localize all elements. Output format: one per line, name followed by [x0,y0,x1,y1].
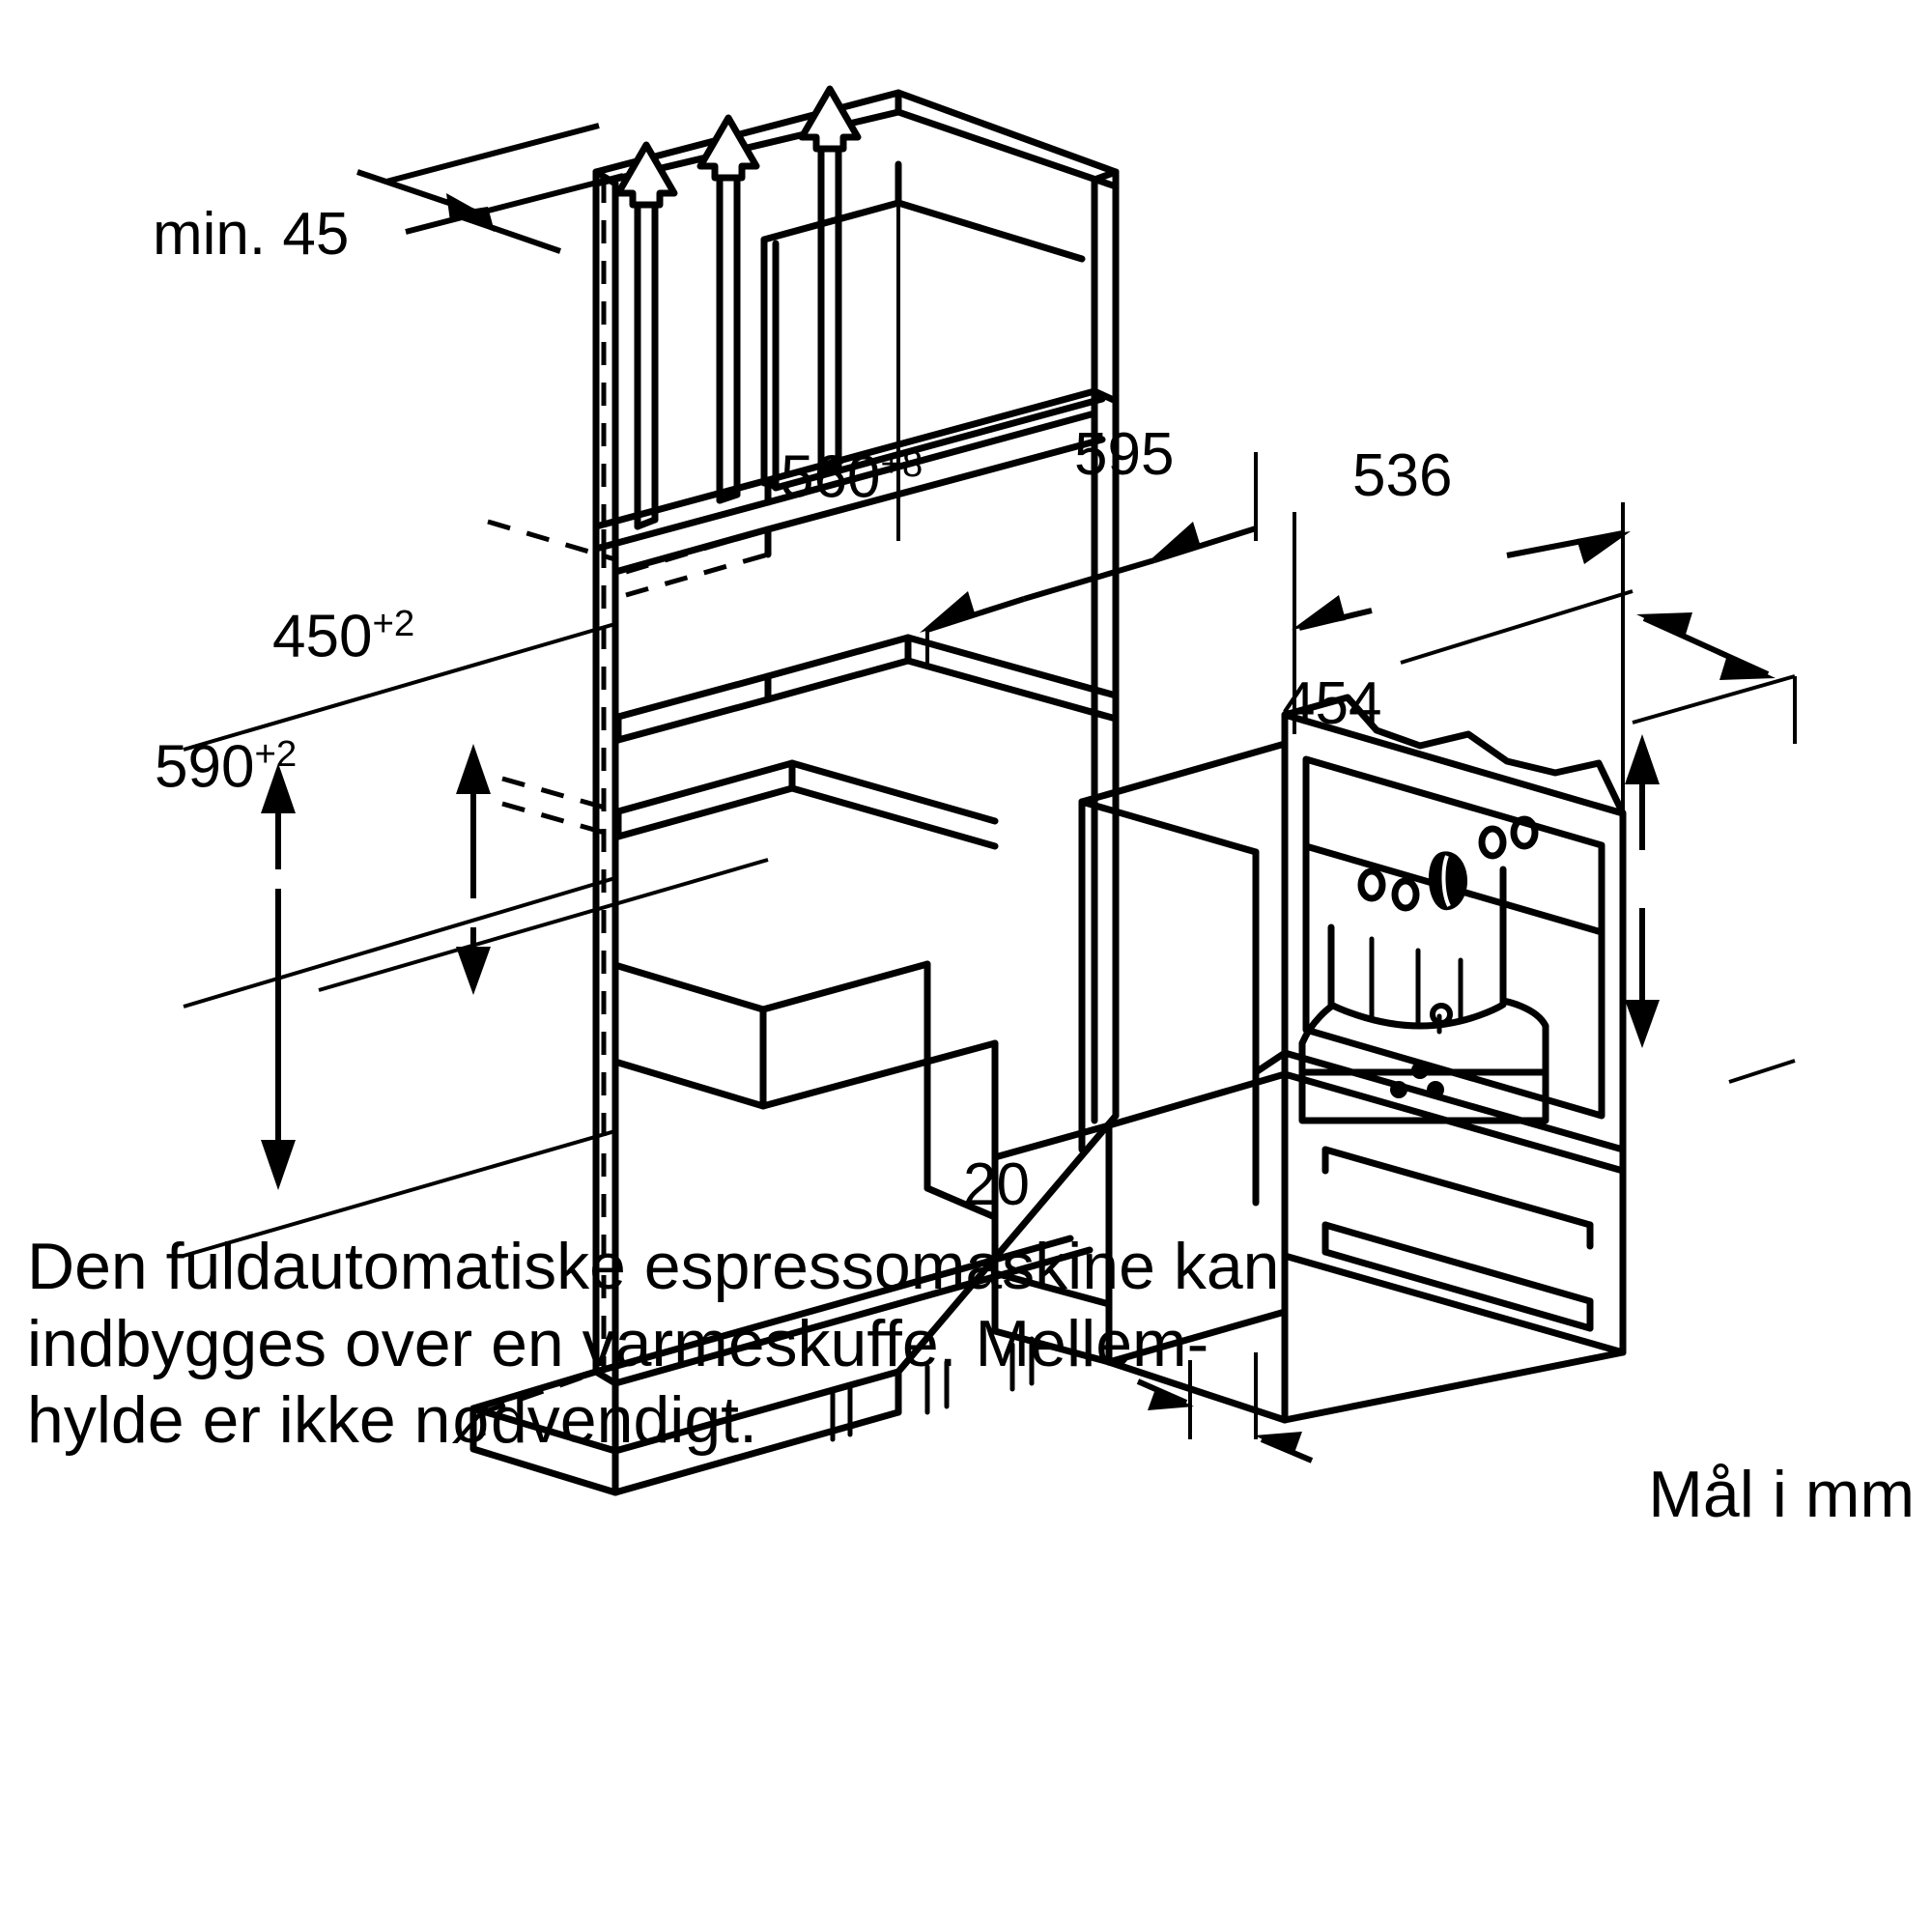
dimension-595 [1292,502,1631,816]
coffee-bean-icon-detail [1441,855,1451,907]
up-arrow-icon [614,141,678,209]
dimension-454 [1625,676,1797,1084]
up-arrow-icon [798,85,862,153]
dimension-450 [183,621,769,995]
dimension-560 [896,162,1258,667]
caption-line-1: Den fuldautomatiske espressomaskine kan [27,1230,1280,1303]
coffee-bean-icon [1428,851,1467,911]
caption-line-3: hylde er ikke nødvendigt. [27,1383,757,1458]
spout-nozzle-icon [1430,1003,1453,1026]
dimension-536 [1400,589,1796,724]
dimension-label-20: 20 [963,1151,1030,1218]
caption-line-2: indbygges over en varmeskuffe. Mellem- [27,1306,1209,1380]
control-button-icon [1510,815,1539,850]
dimension-label-536: 536 [1352,442,1453,509]
espresso-machine [1078,694,1627,1207]
drip-hole-icon [1411,1062,1429,1079]
control-button-icon [1391,877,1420,912]
tolerance-superscript: +2 [254,733,298,775]
dimension-label-454: 454 [1282,670,1382,737]
dimension-label-560: 560+8 [781,443,923,511]
dimension-20 [1136,1352,1314,1463]
dimension-label-450: 450+2 [272,603,415,670]
dimension-min45 [356,123,624,254]
units-note: Mål i mm [1648,1458,1915,1531]
dimension-label-590: 590+2 [155,733,298,801]
drip-hole-icon [1427,1081,1444,1098]
control-button-icon [1357,867,1386,902]
up-arrow-icon [696,114,760,182]
tolerance-superscript: +8 [880,443,923,485]
dimension-label-595: 595 [1074,421,1175,488]
dimension-label-min45: min. 45 [153,201,350,268]
caption-text: Den fuldautomatiske espressomaskine kan … [27,1229,1457,1460]
tolerance-superscript: +2 [372,603,415,644]
control-button-icon [1478,825,1507,860]
drip-hole-icon [1390,1081,1407,1098]
ventilation-airflow [614,85,862,530]
cabinet-body [469,89,1120,1496]
dimension-590 [183,763,619,1258]
